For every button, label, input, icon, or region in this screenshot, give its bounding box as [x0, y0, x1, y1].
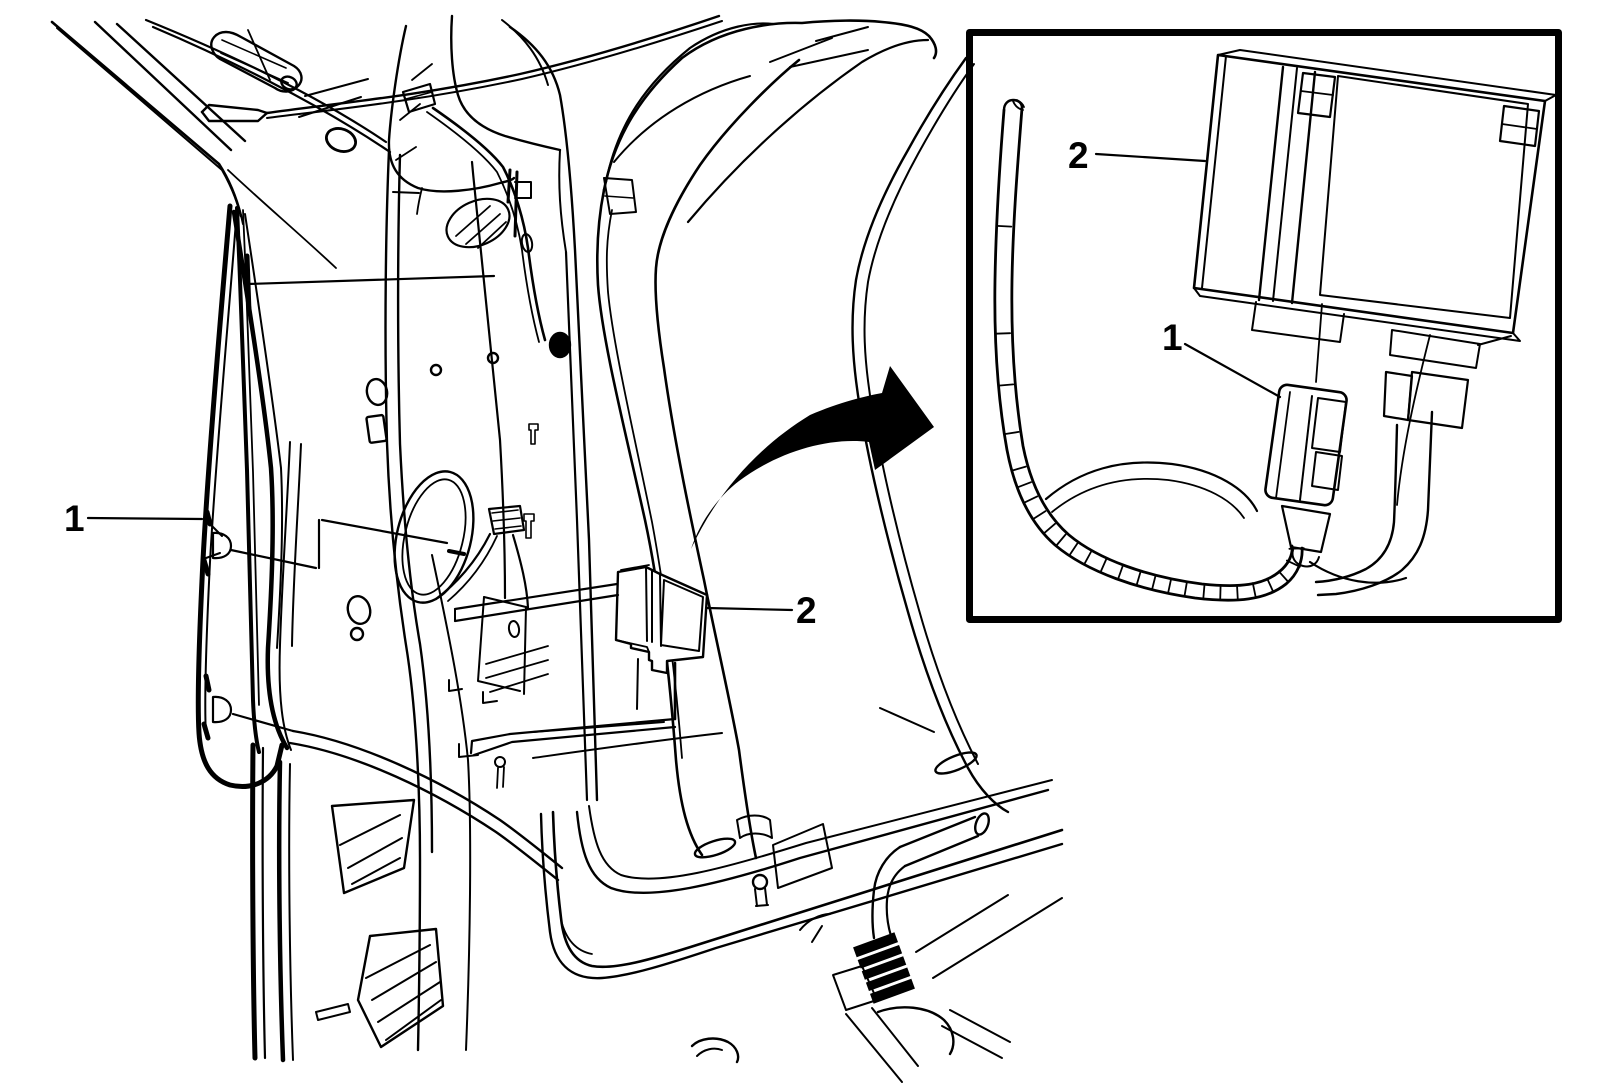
svg-text:1: 1 — [64, 498, 85, 539]
svg-text:1: 1 — [1162, 317, 1183, 358]
svg-text:2: 2 — [1068, 135, 1089, 176]
svg-text:2: 2 — [796, 590, 817, 631]
